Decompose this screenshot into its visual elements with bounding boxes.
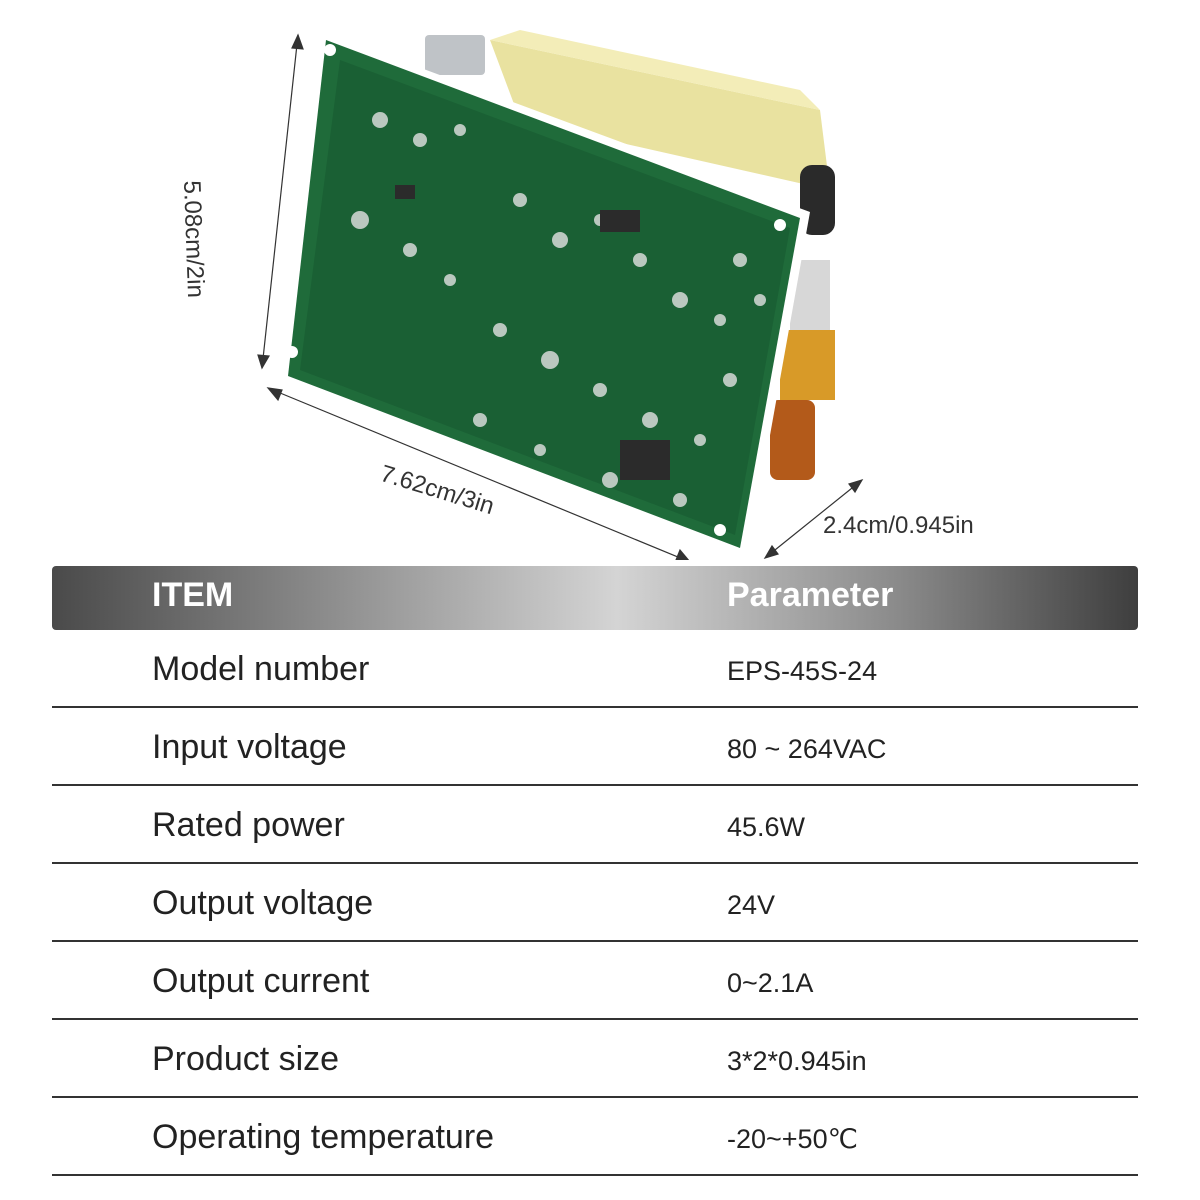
row-label: Output voltage <box>152 884 374 922</box>
row-label: Input voltage <box>152 728 347 766</box>
transformer <box>425 30 830 190</box>
row-label: Product size <box>152 1040 340 1078</box>
row-value: 45.6W <box>727 812 806 842</box>
table-header: ITEM Parameter <box>52 566 1138 630</box>
row-label: Model number <box>152 650 370 688</box>
row-value: 0~2.1A <box>727 968 814 998</box>
pcb-illustration <box>257 30 864 563</box>
row-label: Output current <box>152 962 370 1000</box>
row-value: 3*2*0.945in <box>727 1046 867 1076</box>
dimension-lines <box>257 33 864 563</box>
dimension-height-label: 5.08cm/2in <box>178 180 210 299</box>
row-label: Rated power <box>152 806 345 844</box>
pcb-board <box>278 30 810 558</box>
row-label: Operating temperature <box>152 1118 495 1156</box>
table-row: Operating temperature -20~+50℃ <box>52 1098 1138 1176</box>
table-row: Output voltage 24V <box>52 864 1138 942</box>
dimension-depth-label: 2.4cm/0.945in <box>823 512 974 539</box>
table-row: Output current 0~2.1A <box>52 942 1138 1020</box>
table-row: Product size 3*2*0.945in <box>52 1020 1138 1098</box>
header-item: ITEM <box>152 576 234 614</box>
table-row: Input voltage 80 ~ 264VAC <box>52 708 1138 786</box>
row-value: 24V <box>727 890 776 920</box>
header-parameter: Parameter <box>727 576 894 614</box>
spec-table: ITEM Parameter Model number EPS-45S-24 I… <box>52 566 1138 1176</box>
table-row: Model number EPS-45S-24 <box>52 630 1138 708</box>
product-figure: 5.08cm/2in 7.62cm/3in 2.4cm/0.945in <box>0 0 1200 563</box>
row-value: EPS-45S-24 <box>727 656 878 686</box>
row-value: -20~+50℃ <box>727 1124 858 1154</box>
row-value: 80 ~ 264VAC <box>727 734 887 764</box>
table-row: Rated power 45.6W <box>52 786 1138 864</box>
